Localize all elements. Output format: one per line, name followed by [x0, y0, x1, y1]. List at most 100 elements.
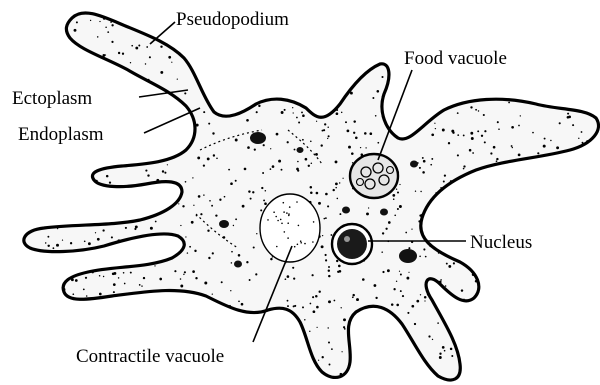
granule-dot	[237, 323, 238, 324]
granule-dot	[406, 104, 409, 107]
granule-dot	[158, 102, 160, 104]
granule-dot	[224, 196, 226, 198]
granule-dot	[560, 373, 562, 375]
granule-dot	[15, 81, 17, 83]
granule-dot	[457, 1, 460, 4]
granule-dot	[506, 310, 509, 313]
granule-dot	[231, 251, 233, 253]
granule-dot	[15, 1, 18, 4]
granule-dot	[142, 215, 143, 216]
granule-dot	[134, 296, 137, 299]
granule-dot	[208, 123, 210, 125]
granule-dot	[296, 19, 298, 21]
granule-dot	[209, 200, 211, 202]
granule-dot	[347, 130, 350, 133]
granule-dot	[47, 245, 49, 247]
vacuole-dot	[281, 223, 283, 225]
granule-dot	[247, 146, 250, 149]
granule-dot	[554, 250, 557, 253]
granule-dot	[112, 339, 114, 341]
granule-dot	[310, 191, 313, 194]
granule-dot	[349, 80, 351, 82]
granule-dot	[485, 177, 486, 178]
granule-dot	[512, 147, 513, 148]
granule-dot	[338, 265, 341, 268]
granule-dot	[41, 161, 42, 162]
granule-dot	[284, 109, 286, 111]
granule-dot	[334, 300, 336, 302]
granule-dot	[208, 257, 210, 259]
granule-dot	[428, 335, 430, 337]
granule-dot	[465, 379, 467, 381]
granule-dot	[439, 356, 442, 359]
granule-dot	[307, 76, 310, 79]
granule-dot	[580, 343, 582, 345]
granule-dot	[339, 213, 341, 215]
granule-dot	[39, 120, 41, 122]
granule-dot	[419, 167, 421, 169]
granule-dot	[476, 19, 477, 20]
granule-dot	[130, 62, 131, 63]
granule-dot	[160, 71, 163, 74]
granule-dot	[312, 296, 314, 298]
granule-dot	[130, 210, 132, 212]
granule-dot	[277, 35, 280, 38]
granule-dot	[366, 212, 369, 215]
granule-dot	[302, 368, 303, 369]
granule-dot	[395, 334, 397, 336]
granule-dot	[423, 248, 425, 250]
vacuole-dot	[267, 219, 269, 221]
granule-dot	[102, 187, 104, 189]
granule-dot	[591, 171, 593, 173]
granule-dot	[577, 94, 580, 97]
granule-dot	[204, 282, 207, 285]
granule-dot	[270, 34, 271, 35]
granule-dot	[113, 249, 115, 251]
granule-dot	[472, 187, 475, 190]
granule-dot	[73, 45, 75, 47]
granule-dot	[46, 345, 48, 347]
granule-dot	[17, 246, 20, 249]
granule-dot	[52, 117, 54, 119]
granule-dot	[396, 189, 397, 190]
granule-dot	[106, 175, 109, 178]
granule-dot	[484, 130, 486, 132]
granule-dot	[176, 124, 178, 126]
granule-dot	[105, 54, 106, 55]
granule-dot	[532, 132, 534, 134]
granule-dot	[85, 72, 87, 74]
granule-dot	[353, 120, 355, 122]
granule-dot	[425, 379, 427, 381]
granule-dot	[313, 374, 315, 376]
granule-dot	[388, 221, 391, 224]
granule-dot	[38, 59, 40, 61]
granule-dot	[475, 109, 477, 111]
food-vacuole-label: Food vacuole	[404, 48, 507, 69]
granule-dot	[435, 128, 436, 129]
granule-dot	[308, 165, 310, 167]
granule-dot	[465, 373, 467, 375]
granule-dot	[490, 379, 493, 382]
granule-dot	[35, 265, 37, 267]
granule-dot	[138, 106, 140, 108]
granule-dot	[419, 75, 421, 77]
granule-dot	[1, 361, 3, 363]
granule-dot	[15, 274, 17, 276]
granule-dot	[419, 214, 421, 216]
granule-dot	[148, 118, 151, 121]
granule-dot	[408, 247, 410, 249]
granule-dot	[159, 278, 162, 281]
granule-dot	[581, 131, 583, 133]
granule-dot	[37, 23, 39, 25]
granule-dot	[414, 323, 416, 325]
granule-dot	[544, 205, 547, 208]
granule-dot	[270, 6, 272, 8]
granule-dot	[305, 158, 308, 161]
granule-dot	[145, 63, 146, 64]
granule-dot	[56, 244, 59, 247]
granule-dot	[50, 62, 52, 64]
granule-dot	[507, 16, 510, 19]
granule-dot	[91, 332, 93, 334]
granule-dot	[487, 346, 489, 348]
